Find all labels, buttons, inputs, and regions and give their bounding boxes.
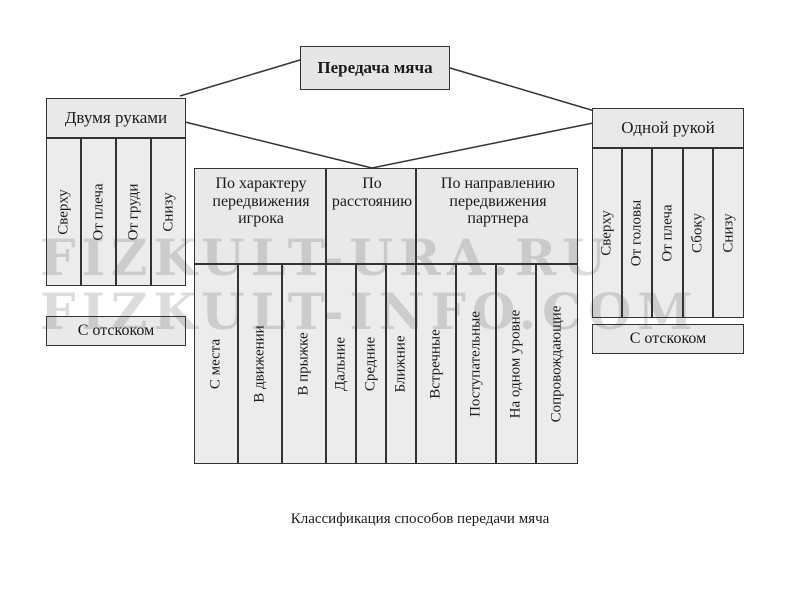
center-group: По характеру передвижения игрока По расс… xyxy=(194,168,578,464)
center-item: Сопровождающие xyxy=(536,264,578,464)
one-hand-items: Сверху От головы От плеча Сбоку Снизу xyxy=(592,148,744,318)
connector-left-center xyxy=(184,121,373,169)
one-hand-item: Снизу xyxy=(713,148,744,318)
center-item: Встречные xyxy=(416,264,456,464)
header-distance: По расстоянию xyxy=(326,168,416,264)
center-item: Средние xyxy=(356,264,386,464)
two-hands-item: Снизу xyxy=(151,138,186,286)
two-hands-item: Сверху xyxy=(46,138,81,286)
two-hands-item: От груди xyxy=(116,138,151,286)
connector-root-right xyxy=(449,67,599,113)
center-item: На одном уровне xyxy=(496,264,536,464)
one-hand-node: Одной рукой xyxy=(592,108,744,148)
two-hands-item: От плеча xyxy=(81,138,116,286)
one-hand-item: Сверху xyxy=(592,148,622,318)
center-item: В прыжке xyxy=(282,264,326,464)
figure-caption: Классификация способов передачи мяча xyxy=(290,510,550,527)
two-hands-node: Двумя руками xyxy=(46,98,186,138)
center-item: Ближние xyxy=(386,264,416,464)
one-hand-label: Одной рукой xyxy=(621,117,715,137)
center-item: С места xyxy=(194,264,238,464)
header-direction: По направлению передвижения партнера xyxy=(416,168,578,264)
center-item: В движении xyxy=(238,264,282,464)
two-hands-bounce-node: С отскоком xyxy=(46,316,186,346)
center-item: Дальние xyxy=(326,264,356,464)
one-hand-item: От головы xyxy=(622,148,652,318)
connector-right-center xyxy=(371,121,599,169)
header-movement: По характеру передвижения игрока xyxy=(194,168,326,264)
center-item: Поступательные xyxy=(456,264,496,464)
root-label: Передача мяча xyxy=(317,57,433,77)
root-node: Передача мяча xyxy=(300,46,450,90)
two-hands-bounce-label: С отскоком xyxy=(77,322,155,340)
two-hands-label: Двумя руками xyxy=(64,107,168,127)
one-hand-bounce-label: С отскоком xyxy=(629,330,707,348)
one-hand-bounce-node: С отскоком xyxy=(592,324,744,354)
one-hand-item: Сбоку xyxy=(683,148,713,318)
connector-root-left xyxy=(179,59,301,97)
one-hand-item: От плеча xyxy=(652,148,683,318)
two-hands-items: Сверху От плеча От груди Снизу xyxy=(46,138,186,286)
